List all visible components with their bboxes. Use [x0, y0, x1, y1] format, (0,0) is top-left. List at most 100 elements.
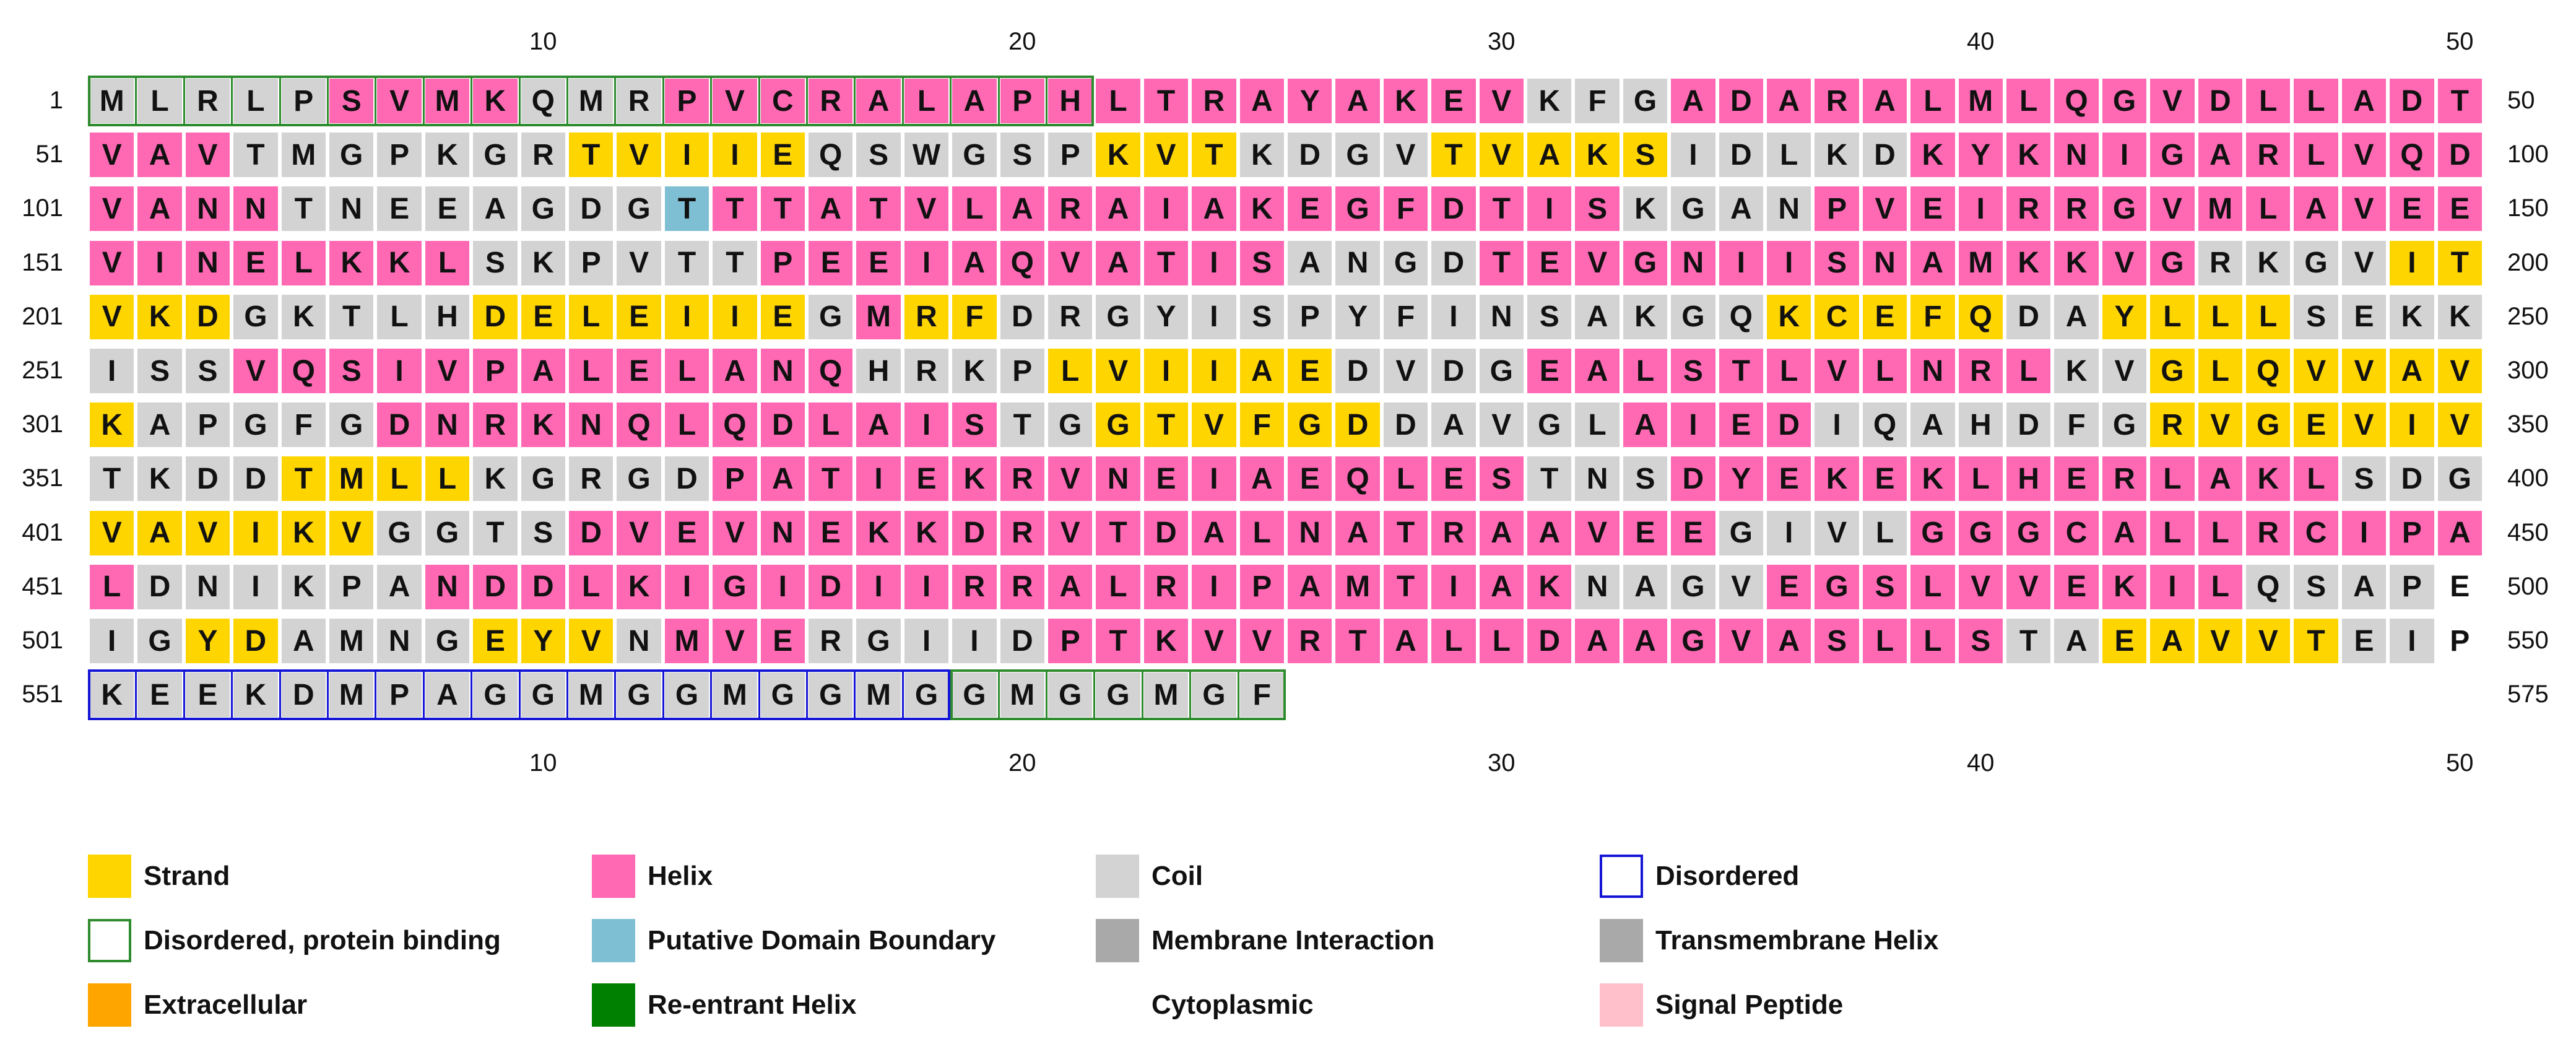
legend-swatch: [592, 919, 635, 962]
residue-cell: T: [1429, 131, 1478, 180]
residue-cell: G: [711, 562, 759, 611]
residue-cell: I: [1765, 238, 1813, 287]
residue-cell: Q: [2052, 77, 2101, 125]
residue-cell: K: [136, 292, 184, 341]
residue-cell: E: [758, 292, 807, 341]
residue-cell: G: [1381, 238, 1430, 287]
residue-cell: Q: [2244, 562, 2292, 611]
residue-cell: D: [1429, 185, 1478, 233]
residue-cell: V: [183, 131, 232, 180]
row-end-number: 250: [2507, 302, 2549, 330]
residue-cell: A: [279, 617, 327, 665]
residue-cell: L: [2244, 292, 2292, 341]
residue-cell: I: [662, 562, 711, 611]
residue-cell: D: [183, 292, 232, 341]
row-end-number: 300: [2507, 357, 2549, 384]
residue-cell: G: [471, 131, 519, 180]
residue-cell: R: [1190, 77, 1238, 125]
residue-cell: R: [615, 77, 663, 125]
residue-cell: A: [1525, 508, 1574, 557]
residue-cell: D: [1717, 77, 1765, 125]
residue-cell: V: [88, 238, 136, 287]
residue-cell: D: [471, 292, 519, 341]
residue-cell: L: [1046, 347, 1095, 395]
residue-cell: E: [1429, 77, 1478, 125]
residue-cell: M: [1956, 238, 2005, 287]
residue-cell: V: [711, 508, 759, 557]
residue-cell: R: [471, 401, 519, 450]
residue-cell: G: [1334, 131, 1382, 180]
residue-cell: L: [1381, 455, 1430, 503]
residue-cell: V: [1860, 185, 1909, 233]
residue-cell: A: [711, 347, 759, 395]
residue-cell: A: [1046, 562, 1095, 611]
residue-cell: A: [1573, 347, 1621, 395]
residue-cell: K: [2100, 562, 2149, 611]
residue-cell: G: [2292, 238, 2340, 287]
row-start-number: 551: [22, 681, 63, 708]
residue-cell: G: [471, 671, 519, 720]
row-start-number: 201: [22, 302, 63, 330]
residue-cell: V: [2100, 238, 2149, 287]
residue-cell: I: [1429, 292, 1478, 341]
residue-cell: D: [2005, 292, 2053, 341]
residue-cell: S: [327, 77, 376, 125]
residue-cell: A: [1621, 401, 1670, 450]
residue-cell: A: [1860, 77, 1909, 125]
residue-cell: Q: [711, 401, 759, 450]
residue-cell: S: [471, 238, 519, 287]
residue-cell: A: [1909, 238, 1957, 287]
residue-cell: H: [423, 292, 472, 341]
residue-cell: N: [232, 185, 280, 233]
residue-cell: I: [854, 455, 903, 503]
residue-cell: Q: [2388, 131, 2436, 180]
residue-cell: K: [279, 508, 327, 557]
residue-cell: T: [2435, 77, 2484, 125]
residue-cell: A: [1429, 401, 1478, 450]
residue-cell: H: [2005, 455, 2053, 503]
residue-cell: Q: [1717, 292, 1765, 341]
residue-cell: N: [183, 238, 232, 287]
residue-cell: S: [136, 347, 184, 395]
residue-cell: E: [2340, 292, 2388, 341]
residue-cell: G: [327, 401, 376, 450]
residue-cell: D: [998, 617, 1046, 665]
residue-cell: I: [1765, 508, 1813, 557]
residue-cell: V: [2148, 185, 2197, 233]
residue-cell: M: [327, 671, 376, 720]
residue-cell: G: [1669, 292, 1717, 341]
residue-cell: A: [136, 131, 184, 180]
residue-cell: G: [423, 617, 472, 665]
residue-cell: M: [327, 617, 376, 665]
row-end-number: 200: [2507, 248, 2549, 276]
residue-cell: K: [519, 238, 567, 287]
ruler-label: 10: [529, 749, 557, 777]
residue-cell: R: [998, 562, 1046, 611]
residue-cell: L: [1094, 562, 1142, 611]
residue-cell: A: [1094, 185, 1142, 233]
residue-cell: G: [1477, 347, 1525, 395]
residue-cell: E: [471, 617, 519, 665]
residue-cell: K: [232, 671, 280, 720]
residue-cell: S: [519, 508, 567, 557]
residue-cell: L: [2196, 508, 2244, 557]
residue-cell: D: [1334, 401, 1382, 450]
residue-cell: Q: [519, 77, 567, 125]
residue-cell: A: [519, 347, 567, 395]
legend-swatch: [1096, 983, 1139, 1027]
residue-cell: N: [615, 617, 663, 665]
residue-cell: L: [1860, 347, 1909, 395]
residue-cell: V: [2435, 347, 2484, 395]
residue-cell: T: [662, 185, 711, 233]
residue-cell: G: [1525, 401, 1574, 450]
residue-cell: L: [1765, 131, 1813, 180]
residue-cell: V: [232, 347, 280, 395]
residue-cell: A: [136, 401, 184, 450]
legend-swatch: [1096, 855, 1139, 898]
residue-cell: L: [2196, 562, 2244, 611]
residue-cell: M: [998, 671, 1046, 720]
residue-cell: T: [1525, 455, 1574, 503]
residue-cell: A: [136, 508, 184, 557]
residue-cell: C: [1813, 292, 1861, 341]
residue-cell: A: [854, 77, 903, 125]
